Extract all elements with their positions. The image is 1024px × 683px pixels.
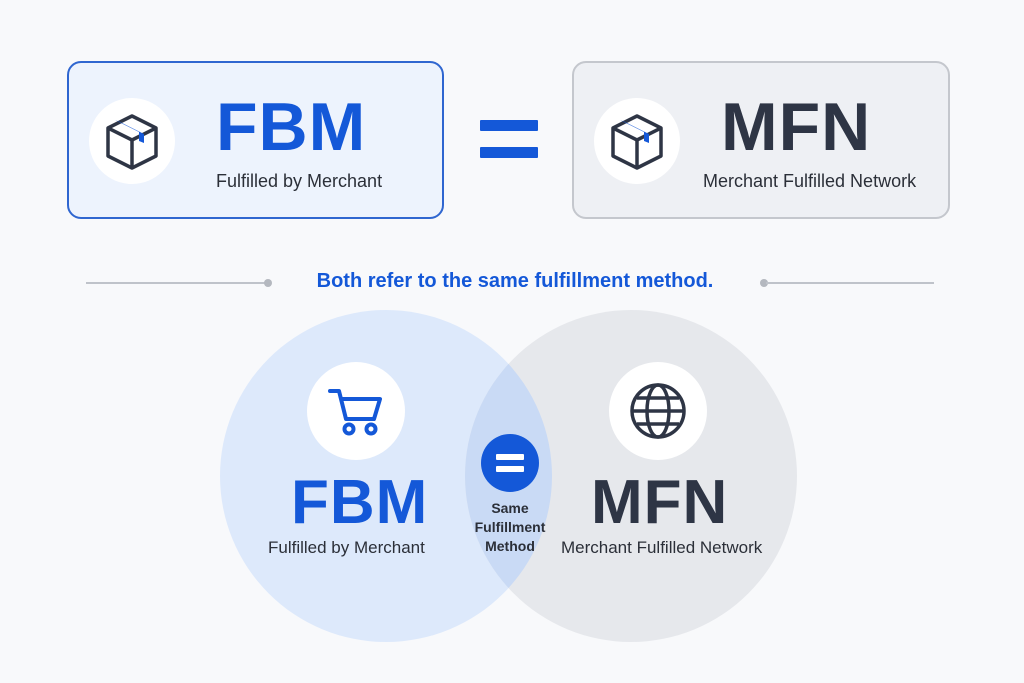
globe-icon xyxy=(630,383,686,439)
overlap-label-line: Same xyxy=(491,500,529,516)
package-icon xyxy=(611,114,663,170)
globe-icon-disc xyxy=(609,362,707,460)
equals-icon xyxy=(480,120,538,158)
mfn-card-title: MFN xyxy=(721,89,872,165)
divider-right xyxy=(766,282,934,284)
equals-icon xyxy=(481,434,539,492)
venn-mfn-title: MFN xyxy=(591,468,729,537)
overlap-label-line: Fulfillment xyxy=(474,519,546,535)
mfn-package-icon-disc xyxy=(594,98,680,184)
package-icon xyxy=(106,114,158,170)
divider-left xyxy=(86,282,266,284)
fbm-card: FBM Fulfilled by Merchant xyxy=(67,61,444,219)
tagline: Both refer to the same fulfillment metho… xyxy=(316,270,714,292)
venn-fbm-subtitle: Fulfilled by Merchant xyxy=(268,538,425,557)
venn-circle-mfn xyxy=(465,310,797,642)
overlap-label-line: Method xyxy=(485,538,535,554)
fbm-package-icon-disc xyxy=(89,98,175,184)
fbm-card-subtitle: Fulfilled by Merchant xyxy=(216,171,383,191)
cart-icon-disc xyxy=(307,362,405,460)
shopping-cart-icon xyxy=(328,389,382,436)
venn-mfn-subtitle: Merchant Fulfilled Network xyxy=(561,538,763,557)
fbm-card-title: FBM xyxy=(216,89,367,165)
venn-circle-fbm xyxy=(220,310,552,642)
venn-fbm-title: FBM xyxy=(291,468,429,537)
mfn-card: MFN Merchant Fulfilled Network xyxy=(572,61,950,219)
divider-dot-left xyxy=(264,279,272,287)
mfn-card-subtitle: Merchant Fulfilled Network xyxy=(703,171,917,191)
divider-dot-right xyxy=(760,279,768,287)
overlap-label: Same Fulfillment Method xyxy=(465,499,555,556)
